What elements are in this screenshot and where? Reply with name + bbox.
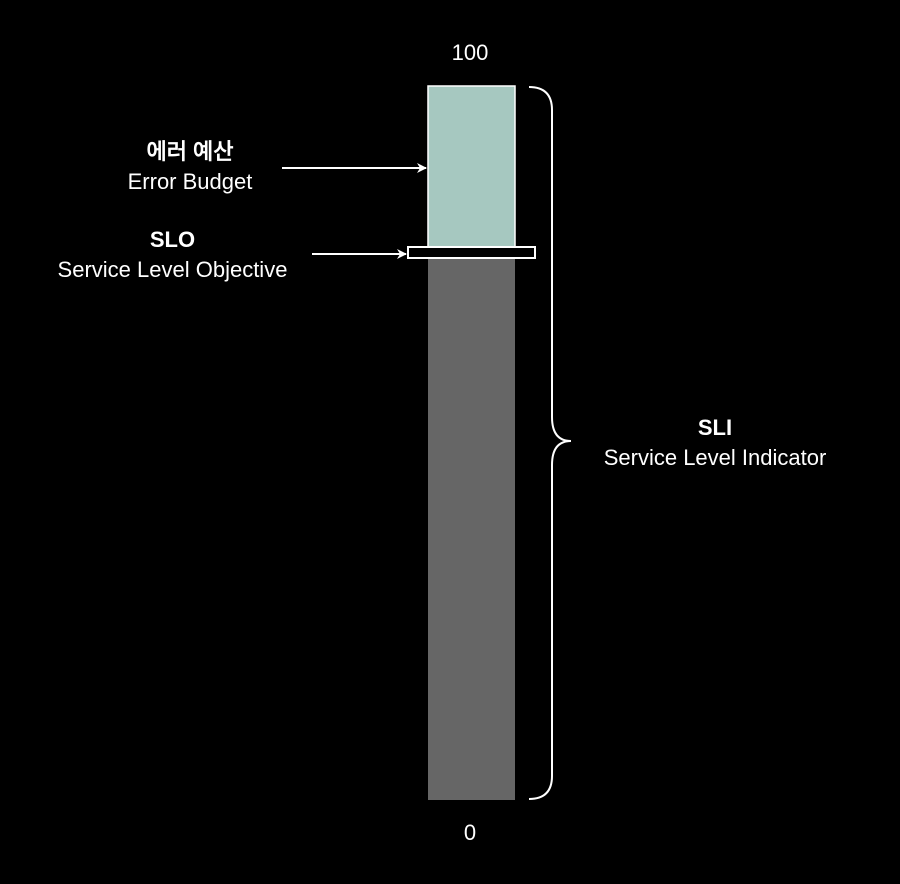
- error-budget-segment: [427, 85, 516, 248]
- error-budget-subtitle: Error Budget: [127, 169, 253, 194]
- slo-marker: [407, 246, 536, 259]
- sli-label: SLI Service Level Indicator: [560, 413, 870, 473]
- slo-title: SLO: [149, 227, 196, 252]
- error-budget-label: 에러 예산 Error Budget: [90, 137, 290, 197]
- scale-max-label: 100: [451, 40, 489, 65]
- sli-subtitle: Service Level Indicator: [603, 445, 827, 470]
- error-budget-title: 에러 예산: [146, 139, 234, 164]
- slo-label: SLO Service Level Objective: [20, 225, 325, 285]
- sli-title: SLI: [697, 415, 733, 440]
- sli-bar: [428, 258, 515, 800]
- sli-brace: [528, 86, 572, 800]
- slo-subtitle: Service Level Objective: [57, 257, 288, 282]
- scale-min-label: 0: [463, 820, 477, 845]
